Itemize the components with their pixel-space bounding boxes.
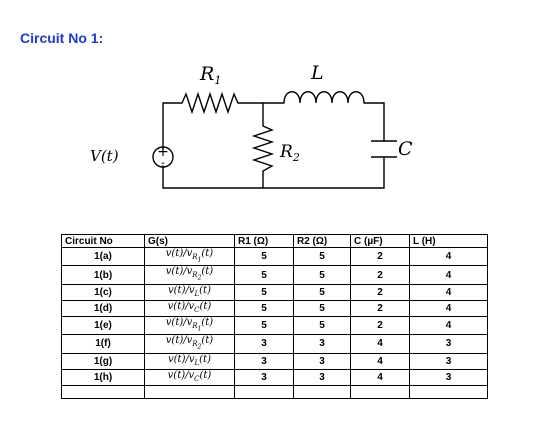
column-header: L (H) (409, 234, 488, 248)
column-header: C (µF) (350, 234, 410, 248)
circuit-id-cell: 1(d) (61, 299, 145, 317)
column-header: G(s) (144, 234, 235, 248)
capacitor-label: C (398, 138, 413, 160)
c-cell: 2 (350, 315, 410, 336)
r1-cell: 3 (234, 334, 294, 354)
r1-cell: 5 (234, 299, 294, 317)
c-cell: 4 (350, 368, 410, 386)
c-cell: 4 (350, 352, 410, 370)
transfer-function-cell: v(t)/vR2(t) (144, 334, 235, 354)
empty-cell (61, 384, 145, 399)
source-label: V(t) (90, 147, 119, 165)
r1-cell: 3 (234, 368, 294, 386)
circuit-id-cell: 1(g) (61, 352, 145, 370)
c-cell: 4 (350, 334, 410, 354)
transfer-function-cell: v(t)/vC(t) (144, 368, 235, 386)
c-cell: 2 (350, 299, 410, 317)
c-cell: 2 (350, 283, 410, 301)
transfer-function-cell: v(t)/vL(t) (144, 352, 235, 370)
r2-cell: 3 (293, 368, 351, 386)
circuit-diagram: + - V(t) R1 L R2 C (90, 62, 413, 189)
r2-cell: 5 (293, 315, 351, 336)
circuit-wires (162, 102, 385, 189)
source-plus-sign: + (157, 144, 169, 160)
l-cell: 3 (409, 334, 488, 354)
r1-cell: 3 (234, 352, 294, 370)
r1-cell: 5 (234, 265, 294, 285)
resistor-r2-symbol (251, 125, 275, 175)
r2-cell: 5 (293, 265, 351, 285)
empty-table-row (61, 384, 488, 399)
voltage-source-symbol (152, 146, 174, 168)
transfer-function-cell: v(t)/vC(t) (144, 299, 235, 317)
l-cell: 4 (409, 265, 488, 285)
l-cell: 3 (409, 368, 488, 386)
r1-label: R1 (199, 63, 221, 87)
r2-label: R2 (279, 142, 300, 164)
r2-cell: 3 (293, 334, 351, 354)
circuit-id-cell: 1(f) (61, 334, 145, 354)
transfer-function-cell: v(t)/vR1(t) (144, 315, 235, 336)
circuit-id-cell: 1(h) (61, 368, 145, 386)
column-header: R1 (Ω) (234, 234, 294, 248)
l-cell: 4 (409, 283, 488, 301)
table-header-row: Circuit No G(s) R1 (Ω) R2 (Ω) C (µF) L (… (61, 234, 488, 248)
r1-cell: 5 (234, 246, 294, 267)
circuit-id-cell: 1(e) (61, 315, 145, 336)
c-cell: 2 (350, 265, 410, 285)
circuit-id-cell: 1(a) (61, 246, 145, 267)
r2-cell: 5 (293, 283, 351, 301)
r1-cell: 5 (234, 283, 294, 301)
transfer-function-cell: v(t)/vR2(t) (144, 265, 235, 285)
source-minus-sign: - (161, 156, 165, 169)
capacitor-symbol (371, 140, 397, 158)
resistor-r1-symbol (181, 91, 242, 115)
r2-cell: 5 (293, 299, 351, 317)
page-heading: Circuit No 1: (20, 30, 104, 46)
r2-cell: 3 (293, 352, 351, 370)
empty-cell (350, 384, 410, 399)
empty-cell (293, 384, 351, 399)
l-cell: 4 (409, 299, 488, 317)
c-cell: 2 (350, 246, 410, 267)
column-header: R2 (Ω) (293, 234, 351, 248)
transfer-function-cell: v(t)/vR1(t) (144, 246, 235, 267)
circuit-id-cell: 1(c) (61, 283, 145, 301)
r2-cell: 5 (293, 246, 351, 267)
transfer-function-cell: v(t)/vL(t) (144, 283, 235, 301)
l-cell: 3 (409, 352, 488, 370)
parameters-table: Circuit No G(s) R1 (Ω) R2 (Ω) C (µF) L (… (61, 234, 488, 399)
l-cell: 4 (409, 246, 488, 267)
l-cell: 4 (409, 315, 488, 336)
empty-cell (409, 384, 488, 399)
inductor-label: L (310, 62, 324, 84)
r1-cell: 5 (234, 315, 294, 336)
empty-cell (144, 384, 235, 399)
empty-cell (234, 384, 294, 399)
inductor-symbol (283, 91, 365, 104)
circuit-id-cell: 1(b) (61, 265, 145, 285)
column-header: Circuit No (61, 234, 145, 248)
